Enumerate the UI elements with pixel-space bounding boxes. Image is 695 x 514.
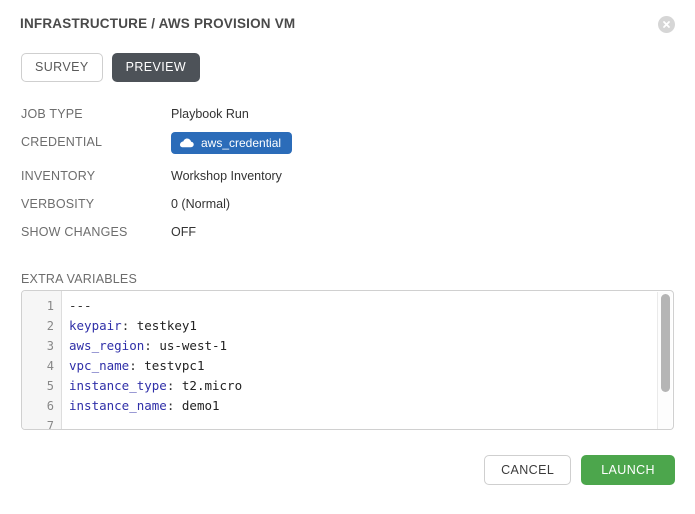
detail-label: CREDENTIAL — [21, 135, 103, 149]
code-key: aws_region — [69, 338, 145, 353]
code-separator: : — [121, 318, 137, 333]
line-number: 3 — [46, 339, 54, 353]
launch-button[interactable]: LAUNCH — [581, 455, 675, 485]
code-value: demo1 — [181, 398, 220, 413]
credential-badge[interactable]: aws_credential — [171, 132, 293, 154]
detail-label: INVENTORY — [21, 169, 96, 183]
line-number: 4 — [46, 359, 54, 373]
code-separator: : — [166, 378, 182, 393]
detail-label: JOB TYPE — [21, 107, 83, 121]
extra-variables-editor[interactable]: 1 2 3 4 5 6 7 --- keypair: testkey1 aws_… — [21, 290, 674, 430]
code-line: instance_type: t2.micro — [69, 376, 673, 396]
line-number: 6 — [46, 399, 54, 413]
code-value: us-west-1 — [159, 338, 228, 353]
tab-bar: SURVEY PREVIEW — [21, 53, 201, 82]
code-value: testvpc1 — [144, 358, 205, 373]
detail-value: 0 (Normal) — [171, 197, 231, 211]
detail-value: Workshop Inventory — [171, 169, 282, 183]
editor-scrollbar[interactable] — [657, 292, 672, 429]
code-line: --- — [69, 296, 673, 316]
page-title: INFRASTRUCTURE / AWS PROVISION VM — [20, 16, 296, 31]
code-value: t2.micro — [181, 378, 243, 393]
code-key: instance_type — [69, 378, 167, 393]
code-line: keypair: testkey1 — [69, 316, 673, 336]
detail-label: SHOW CHANGES — [21, 225, 128, 239]
code-separator: : — [144, 338, 160, 353]
detail-row-credential: CREDENTIAL aws_credential — [21, 132, 675, 154]
dialog-footer: CANCEL LAUNCH — [484, 455, 675, 485]
cloud-icon — [180, 138, 194, 148]
line-number: 1 — [46, 299, 54, 313]
detail-row-show-changes: SHOW CHANGES OFF — [21, 222, 675, 242]
line-number: 7 — [46, 419, 54, 430]
line-number: 5 — [46, 379, 54, 393]
editor-code-area[interactable]: --- keypair: testkey1 aws_region: us-wes… — [62, 291, 673, 429]
detail-value-wrap: aws_credential — [171, 132, 293, 154]
code-separator: : — [129, 358, 145, 373]
code-line: instance_name: demo1 — [69, 396, 673, 416]
code-separator: : — [166, 398, 182, 413]
editor-line-number-gutter: 1 2 3 4 5 6 7 — [22, 291, 62, 429]
code-line: aws_region: us-west-1 — [69, 336, 673, 356]
line-number: 2 — [46, 319, 54, 333]
code-value: testkey1 — [136, 318, 197, 333]
code-doc-marker: --- — [69, 298, 92, 313]
detail-row-verbosity: VERBOSITY 0 (Normal) — [21, 194, 675, 214]
detail-row-inventory: INVENTORY Workshop Inventory — [21, 166, 675, 186]
detail-label: VERBOSITY — [21, 197, 95, 211]
cancel-button[interactable]: CANCEL — [484, 455, 572, 485]
code-key: instance_name — [69, 398, 167, 413]
extra-variables-label: EXTRA VARIABLES — [21, 272, 138, 286]
code-key: vpc_name — [69, 358, 130, 373]
tab-preview[interactable]: PREVIEW — [111, 53, 201, 82]
detail-value: Playbook Run — [171, 107, 249, 121]
credential-badge-label: aws_credential — [201, 136, 282, 150]
close-x-glyph — [663, 21, 670, 28]
detail-value: OFF — [171, 225, 196, 239]
code-line: vpc_name: testvpc1 — [69, 356, 673, 376]
detail-row-job-type: JOB TYPE Playbook Run — [21, 104, 675, 124]
job-details-list: JOB TYPE Playbook Run CREDENTIAL aws_cre… — [21, 104, 675, 250]
editor-scrollbar-thumb[interactable] — [661, 294, 670, 392]
code-key: keypair — [69, 318, 122, 333]
tab-survey[interactable]: SURVEY — [21, 53, 103, 82]
close-icon[interactable] — [658, 16, 675, 33]
dialog-header: INFRASTRUCTURE / AWS PROVISION VM — [20, 14, 675, 36]
